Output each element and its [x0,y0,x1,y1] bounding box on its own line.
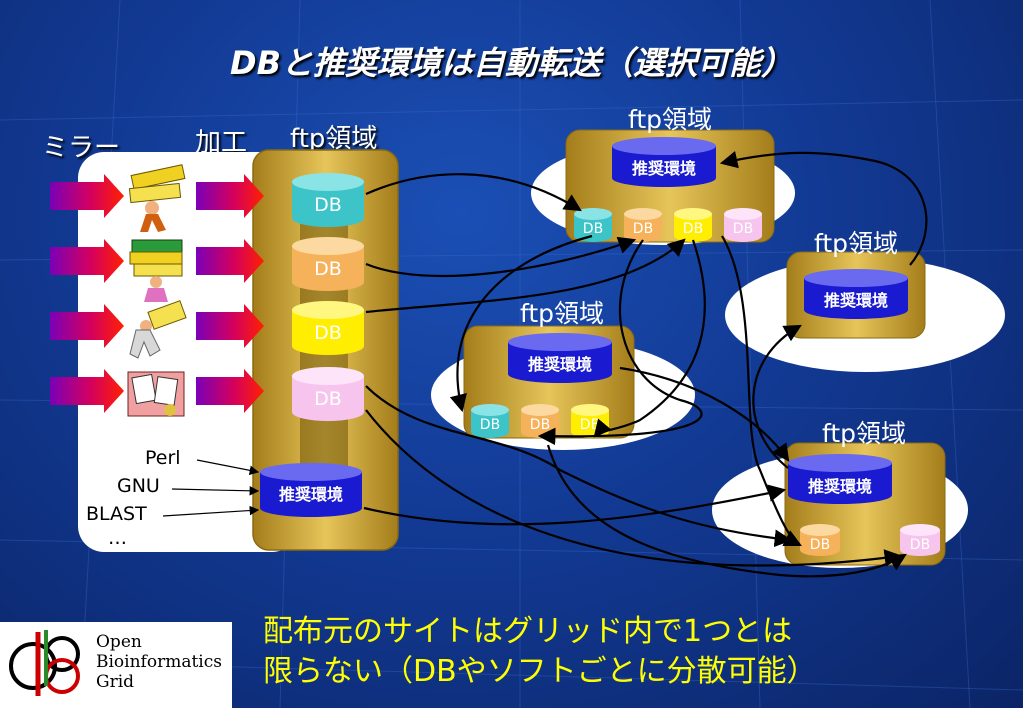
main-db-teal: DB [292,173,364,227]
main-db-yellow: DB [292,301,364,355]
site-b-ftp-label: ftp領域 [814,229,898,258]
logo-line-1: Open [96,632,142,652]
svg-text:DB: DB [810,537,830,553]
obig-logo-icon [9,630,80,696]
tool-perl: Perl [145,447,181,469]
site-d-env-label: 推奨環境 [808,477,872,496]
svg-text:DB: DB [633,221,653,237]
main-ftp-header: ftp領域 [290,124,378,154]
site-a-dbs: DB DB DB DB [574,208,762,242]
main-db-pink: DB [292,367,364,421]
svg-text:DB: DB [583,221,603,237]
site-c-env-label: 推奨環境 [528,355,592,374]
worker-clipart-3 [129,300,187,359]
site-c-dbs: DB DB DB [471,404,609,438]
site-d-ftp-label: ftp領域 [822,419,906,448]
svg-text:DB: DB [683,221,703,237]
site-c-env: 推奨環境 [508,333,612,383]
logo-line-2: Bioinformatics [96,652,222,672]
logo-text: Open Bioinformatics Grid [96,632,222,692]
site-c-ftp-label: ftp領域 [520,299,604,328]
main-db-yellow-label: DB [314,322,342,344]
site-b-env: 推奨環境 [804,269,908,319]
main-db-pink-label: DB [314,388,342,410]
main-db-orange: DB [292,237,364,291]
site-d-env: 推奨環境 [788,454,892,504]
logo-line-3: Grid [96,672,135,692]
caption-line-2: 限らない（DBやソフトごとに分散可能） [263,654,817,689]
site-a-ftp-label: ftp領域 [628,105,712,134]
svg-text:DB: DB [480,417,500,433]
svg-text:DB: DB [580,417,600,433]
main-env-label: 推奨環境 [279,485,343,504]
site-a-env-label: 推奨環境 [632,159,696,178]
tool-ellipsis: … [108,527,127,549]
caption: 配布元のサイトはグリッド内で1つとは 限らない（DBやソフトごとに分散可能） [263,612,817,692]
tool-blast: BLAST [86,503,147,525]
main-db-orange-label: DB [314,258,342,280]
svg-text:DB: DB [733,221,753,237]
site-a-env: 推奨環境 [612,137,716,187]
process-arrows [196,174,264,413]
svg-text:DB: DB [910,537,930,553]
caption-line-1: 配布元のサイトはグリッド内で1つとは [263,614,793,649]
main-env: 推奨環境 [260,463,362,517]
tool-pointers [162,459,260,517]
site-b-env-label: 推奨環境 [824,291,888,310]
main-db-teal-label: DB [314,194,342,216]
tool-gnu: GNU [117,475,160,497]
mirror-arrows [50,174,124,413]
worker-clipart-1 [128,164,186,232]
slide-title: DBと推奨環境は自動転送（選択可能） [230,44,793,82]
transfer-arrows [363,151,928,578]
worker-clipart-4 [127,371,185,417]
svg-text:DB: DB [530,417,550,433]
site-d-dbs: DB DB [800,524,940,556]
worker-clipart-2 [129,239,183,302]
